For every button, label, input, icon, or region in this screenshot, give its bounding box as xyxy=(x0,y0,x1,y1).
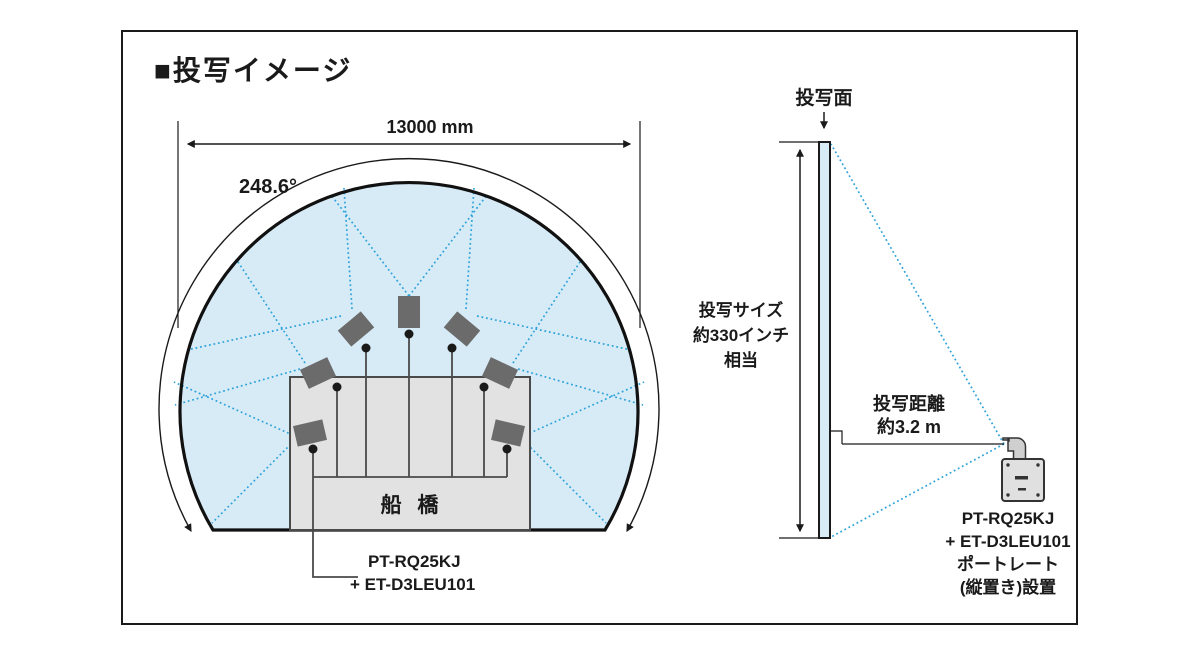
screen-surface xyxy=(818,141,831,539)
fisheye-lens-icon xyxy=(1002,437,1027,460)
size-label-line-3: 相当 xyxy=(724,350,758,370)
screw-dot xyxy=(1036,463,1040,467)
projector-mount-lines xyxy=(312,334,508,578)
dome-projector-model-label: PT-RQ25KJ + ET-D3LEU101 xyxy=(350,552,475,594)
caption-line-3: ポートレート xyxy=(957,554,1059,574)
dome-angle-arc xyxy=(158,157,660,533)
screw-dot xyxy=(1036,493,1040,497)
side-diagram: 投写面 投写サイズ 約330インチ 相当 投写距離 約3.2 m xyxy=(693,86,1071,597)
projector-dot xyxy=(502,444,512,454)
projector-vent xyxy=(1015,476,1028,480)
model-line-1: PT-RQ25KJ xyxy=(368,552,461,571)
size-label: 投写サイズ 約330インチ 相当 xyxy=(693,300,789,370)
caption-line-1: PT-RQ25KJ xyxy=(962,509,1055,528)
dome-screen-outline xyxy=(178,181,640,532)
projector-dot xyxy=(447,343,457,353)
projector-icon xyxy=(337,311,375,347)
side-projector xyxy=(1001,437,1045,502)
projection-beams xyxy=(173,187,645,524)
dome-diagram: 13000 mm 248.6° xyxy=(158,117,660,594)
projector-icon xyxy=(299,357,337,389)
projector-icon xyxy=(443,311,481,347)
projector-dot xyxy=(308,444,318,454)
projector-vent xyxy=(1018,488,1026,491)
side-projector-caption: PT-RQ25KJ + ET-D3LEU101 ポートレート (縦置き)設置 xyxy=(945,509,1070,597)
projector-body-icon xyxy=(1001,458,1045,502)
distance-label-line-2: 約3.2 m xyxy=(877,416,941,437)
screen-label: 投写面 xyxy=(795,86,852,109)
angle-label: 248.6° xyxy=(239,176,297,198)
projector-icon xyxy=(481,357,519,389)
model-line-2: + ET-D3LEU101 xyxy=(350,575,475,594)
distance-label-line-1: 投写距離 xyxy=(873,393,945,414)
projector-icon xyxy=(293,419,327,447)
projector-dot xyxy=(404,329,414,339)
size-label-line-1: 投写サイズ xyxy=(699,300,784,320)
caption-line-2: + ET-D3LEU101 xyxy=(945,532,1070,551)
projector-dot xyxy=(361,343,371,353)
screw-dot xyxy=(1006,493,1010,497)
projector-dot xyxy=(479,382,489,392)
projector-icon xyxy=(398,296,420,328)
distance-bracket xyxy=(830,430,843,444)
distance-label: 投写距離 約3.2 m xyxy=(873,393,945,437)
side-projection-beams xyxy=(830,143,1005,538)
figure-title: ■投写イメージ xyxy=(154,55,352,86)
leader-line xyxy=(312,449,358,578)
size-label-line-2: 約330インチ xyxy=(693,325,789,345)
bridge-label: 船 橋 xyxy=(381,493,444,517)
projector-dot xyxy=(332,382,342,392)
projector-icon xyxy=(491,419,525,447)
screw-dot xyxy=(1006,463,1010,467)
bridge-structure xyxy=(289,376,531,531)
caption-line-4: (縦置き)設置 xyxy=(960,577,1056,597)
dome-projectors xyxy=(293,296,525,454)
width-label: 13000 mm xyxy=(386,117,473,137)
